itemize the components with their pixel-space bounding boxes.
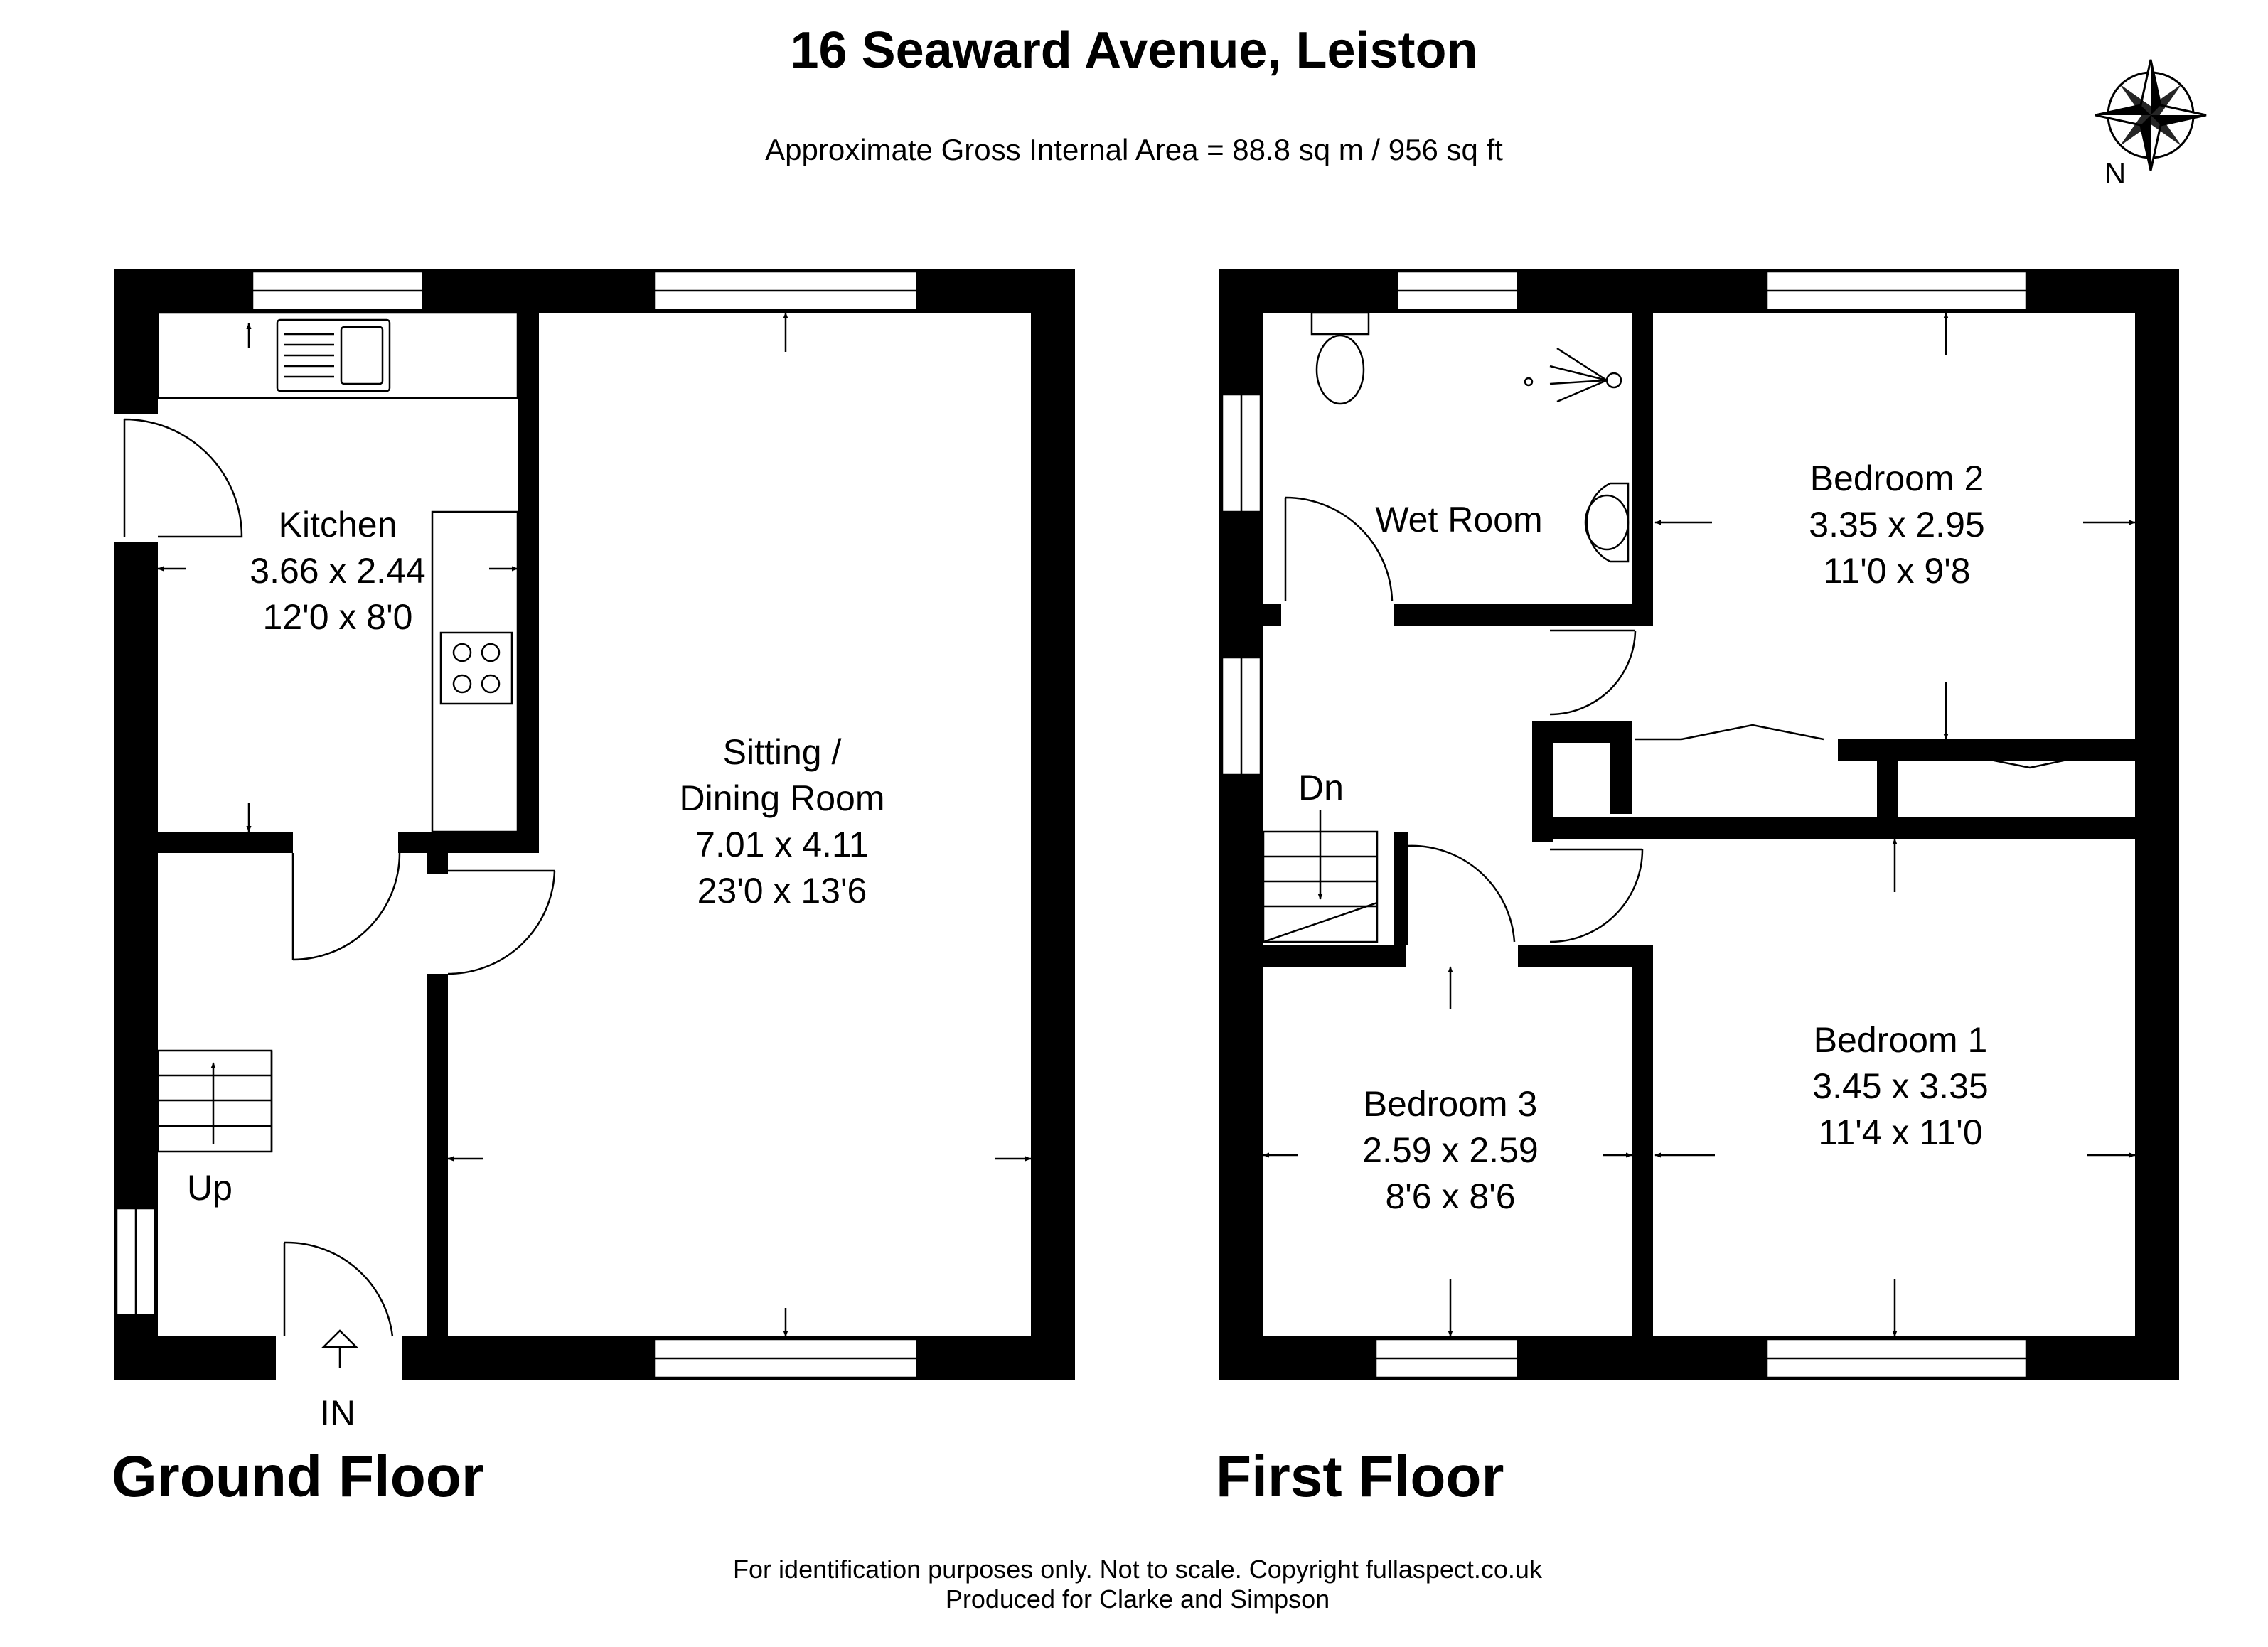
compass-north-label: N [2104, 156, 2126, 190]
bedroom1-metric: 3.45 x 3.35 [1812, 1066, 1988, 1106]
bedroom3-imperial: 8'6 x 8'6 [1385, 1176, 1515, 1216]
area-summary: Approximate Gross Internal Area = 88.8 s… [765, 133, 1503, 166]
compass-icon [2095, 59, 2207, 171]
bedroom3-metric: 2.59 x 2.59 [1362, 1130, 1538, 1170]
bedroom1-name: Bedroom 1 [1814, 1020, 1988, 1060]
sitting-metric: 7.01 x 4.11 [695, 825, 869, 864]
sitting-imperial: 23'0 x 13'6 [697, 871, 867, 911]
bedroom3-name: Bedroom 3 [1364, 1084, 1538, 1124]
first-floor-plan [1219, 269, 2179, 1380]
kitchen-imperial: 12'0 x 8'0 [263, 597, 413, 637]
first-floor-label: First Floor [1216, 1444, 1504, 1509]
entrance-label: IN [320, 1393, 355, 1433]
ground-floor-label: Ground Floor [112, 1444, 484, 1509]
footer-disclaimer: For identification purposes only. Not to… [733, 1555, 1543, 1584]
bedroom2-imperial: 11'0 x 9'8 [1823, 551, 1970, 591]
stairs-down-label: Dn [1298, 768, 1344, 808]
page-title: 16 Seaward Avenue, Leiston [790, 22, 1477, 79]
wet-room-name: Wet Room [1375, 500, 1542, 540]
sitting-name-line2: Dining Room [679, 778, 884, 818]
bedroom2-name: Bedroom 2 [1810, 458, 1984, 498]
footer-produced-for: Produced for Clarke and Simpson [946, 1584, 1330, 1614]
sitting-name-line1: Sitting / [723, 732, 842, 772]
bedroom1-imperial: 11'4 x 11'0 [1818, 1112, 1982, 1152]
kitchen-name: Kitchen [279, 505, 397, 544]
bedroom2-metric: 3.35 x 2.95 [1809, 505, 1984, 544]
kitchen-metric: 3.66 x 2.44 [250, 551, 425, 591]
ground-floor-plan [114, 269, 1075, 1380]
stairs-up-label: Up [187, 1168, 232, 1208]
